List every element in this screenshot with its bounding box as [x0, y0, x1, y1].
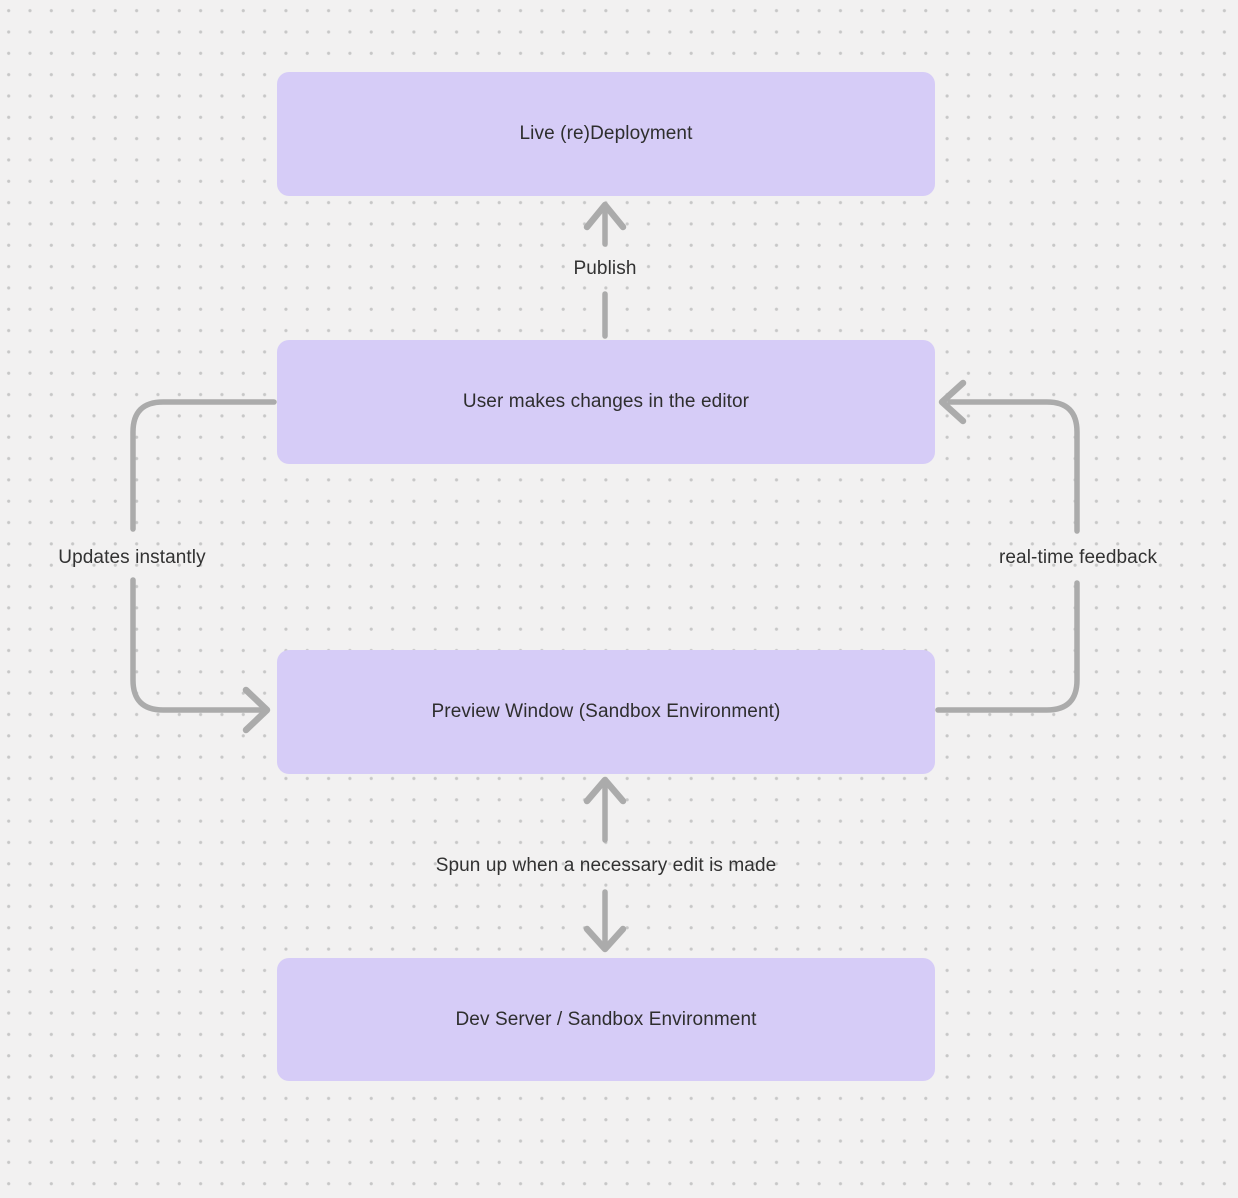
- node-user-editor: User makes changes in the editor: [277, 340, 935, 464]
- node-dev-server: Dev Server / Sandbox Environment: [277, 958, 935, 1081]
- node-preview-window-label: Preview Window (Sandbox Environment): [431, 701, 781, 722]
- edge-label-updates-instantly: Updates instantly: [58, 547, 206, 568]
- node-user-editor-label: User makes changes in the editor: [462, 391, 750, 412]
- node-live-redeployment-label: Live (re)Deployment: [519, 123, 693, 144]
- edge-label-realtime-feedback: real-time feedback: [998, 547, 1158, 568]
- node-preview-window: Preview Window (Sandbox Environment): [277, 650, 935, 774]
- edge-label-publish: Publish: [573, 258, 637, 279]
- node-dev-server-label: Dev Server / Sandbox Environment: [455, 1008, 757, 1030]
- edge-label-spun-up: Spun up when a necessary edit is made: [435, 855, 777, 876]
- node-live-redeployment: Live (re)Deployment: [277, 72, 935, 196]
